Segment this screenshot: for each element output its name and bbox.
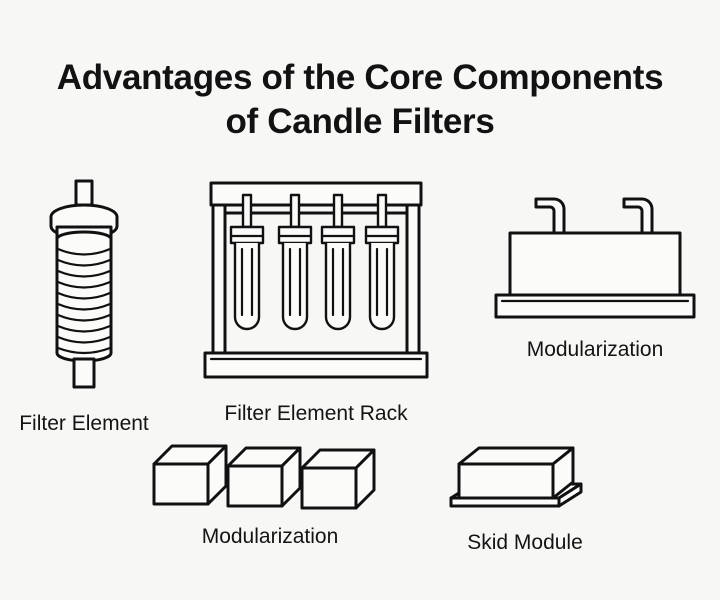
cube	[152, 444, 228, 506]
component-modularization-vessel: Modularization	[470, 175, 720, 363]
component-filter-element: Filter Element	[0, 175, 168, 437]
component-skid-module: Skid Module	[400, 440, 650, 556]
component-label: Modularization	[526, 338, 664, 361]
component-label: Skid Module	[467, 531, 583, 554]
candle-filter	[364, 193, 400, 331]
candle-filter	[229, 193, 265, 331]
stacked-cubes-icon	[152, 444, 376, 510]
candle-filter	[320, 193, 356, 331]
candle-filter	[277, 193, 313, 331]
component-label: Filter Element	[19, 412, 149, 435]
vessel-module-icon	[494, 197, 696, 319]
page-title-line-1: Advantages of the Core Components	[56, 58, 664, 97]
cube	[226, 446, 302, 508]
page-title: Advantages of the Core Components of Can…	[0, 56, 720, 144]
component-modularization-cubes: Modularization	[115, 440, 425, 550]
cube	[300, 448, 376, 510]
filter-element-icon	[49, 179, 119, 389]
filter-element-rack-icon	[203, 181, 429, 379]
skid-module-icon	[449, 446, 583, 508]
component-filter-element-rack: Filter Element Rack	[186, 175, 446, 427]
component-label: Modularization	[201, 525, 339, 548]
page-title-line-2: of Candle Filters	[225, 102, 495, 141]
component-label: Filter Element Rack	[224, 402, 408, 425]
